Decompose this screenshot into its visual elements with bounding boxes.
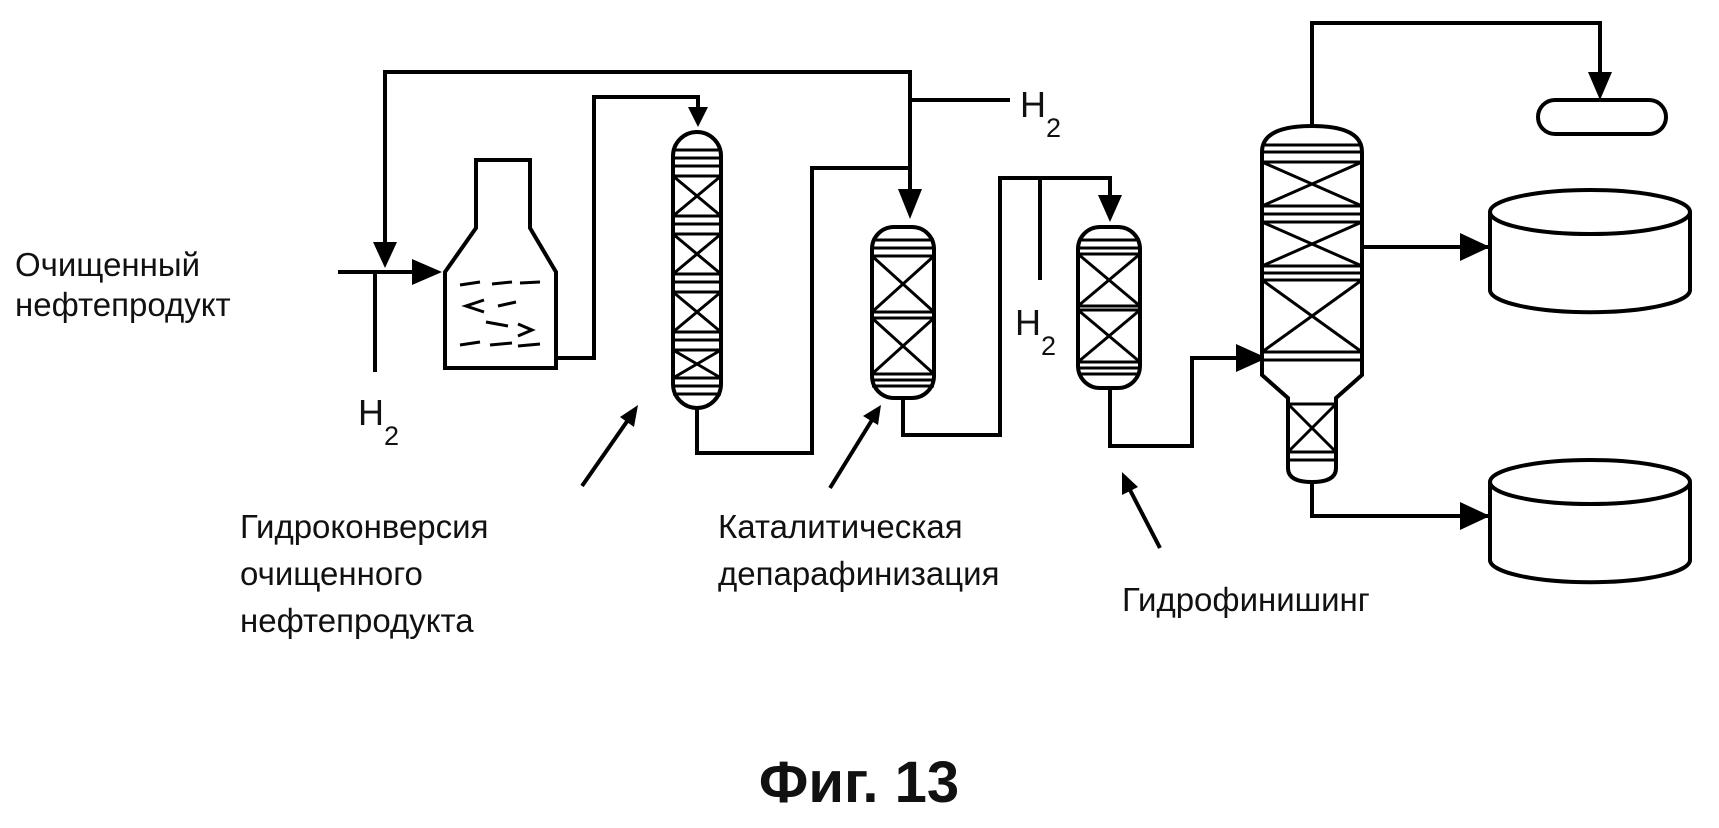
process-lines bbox=[338, 21, 1602, 518]
fired-heater bbox=[443, 158, 558, 370]
svg-text:2: 2 bbox=[384, 421, 399, 451]
hydroconversion-reactor bbox=[671, 130, 723, 410]
svg-text:H: H bbox=[358, 392, 384, 433]
hydroconversion-to-dewax-line bbox=[695, 166, 910, 455]
h2-label-top: H 2 bbox=[1020, 84, 1061, 143]
storage-tank-lower bbox=[1488, 458, 1692, 585]
pointer-arrow-icon bbox=[1122, 472, 1138, 495]
svg-text:H: H bbox=[1015, 302, 1041, 343]
dewaxing-reactor bbox=[870, 225, 936, 400]
heater-coil bbox=[459, 280, 541, 348]
feed-label-line1: Очищенный bbox=[15, 246, 200, 283]
dewax-to-hydrofinishing-line bbox=[901, 176, 1112, 437]
pointer-arrow-icon bbox=[620, 405, 638, 427]
arrow-down-icon bbox=[1098, 195, 1122, 222]
arrow-right-icon bbox=[1460, 233, 1490, 261]
flow-arrows bbox=[373, 72, 1612, 530]
arrow-right-icon bbox=[412, 259, 442, 285]
recycle-hydrogen-line bbox=[383, 70, 912, 248]
arrow-down-icon bbox=[688, 107, 708, 127]
dewaxing-label-line2: депарафинизация bbox=[718, 555, 999, 592]
figure-caption: Фиг. 13 bbox=[759, 750, 959, 815]
heater-to-hydroconversion-line bbox=[546, 95, 700, 360]
hydroconversion-label-line2: очищенного bbox=[240, 555, 423, 592]
svg-text:2: 2 bbox=[1046, 113, 1061, 143]
overhead-drum bbox=[1536, 98, 1668, 136]
pointer-arrows bbox=[580, 405, 1162, 549]
svg-text:2: 2 bbox=[1041, 331, 1056, 361]
h2-label-feed: H 2 bbox=[358, 392, 399, 451]
arrow-right-icon bbox=[1236, 344, 1267, 372]
bottoms-line bbox=[1310, 482, 1488, 518]
arrow-right-icon bbox=[1460, 502, 1490, 530]
hydrofinishing-label: Гидрофинишинг bbox=[1122, 581, 1370, 618]
fractionator-overhead-line bbox=[1310, 21, 1602, 132]
arrow-down-icon bbox=[898, 189, 922, 219]
svg-text:H: H bbox=[1020, 84, 1046, 125]
arrow-down-icon bbox=[1588, 72, 1612, 100]
hydrofinishing-to-fractionator-line bbox=[1108, 356, 1262, 448]
hydroconversion-label-line3: нефтепродукта bbox=[240, 602, 474, 639]
pointer-arrow-icon bbox=[863, 405, 881, 425]
h2-supply-header bbox=[908, 98, 1010, 190]
fractionator-column bbox=[1260, 123, 1364, 485]
feed-label-line2: нефтепродукт bbox=[15, 286, 231, 323]
hydroconversion-label-line1: Гидроконверсия bbox=[240, 508, 488, 545]
dewaxing-label-line1: Каталитическая bbox=[718, 508, 963, 545]
h2-label-interstage: H 2 bbox=[1015, 302, 1056, 361]
hydrofinishing-reactor bbox=[1076, 225, 1142, 390]
arrow-down-icon bbox=[373, 242, 397, 268]
storage-tank-upper bbox=[1488, 188, 1692, 315]
